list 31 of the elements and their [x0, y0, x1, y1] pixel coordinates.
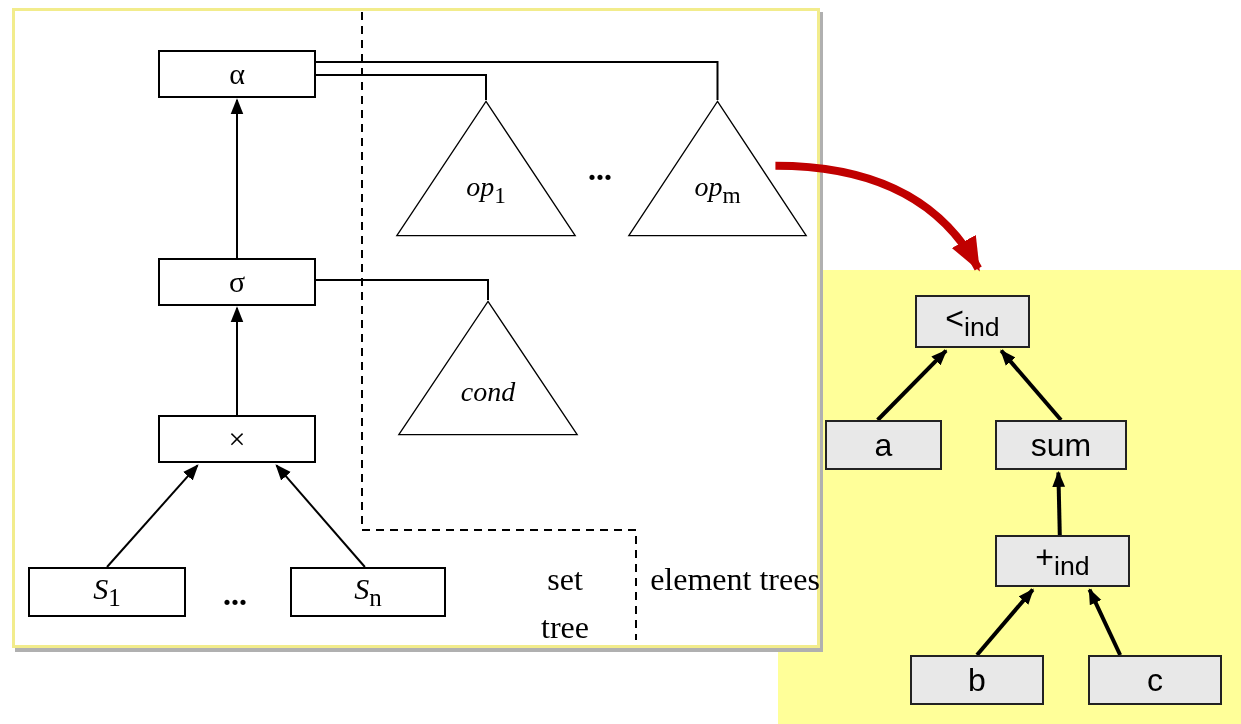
connector-line — [315, 73, 487, 101]
connector-line — [315, 61, 719, 101]
arrow — [975, 588, 1035, 657]
arrow — [999, 349, 1063, 422]
ellipsis: ... — [587, 150, 613, 189]
area-label: set tree — [540, 560, 590, 647]
expression-node-box: +$_{ind}$ — [995, 535, 1130, 587]
operator-box: S$_{n}$ — [290, 567, 446, 617]
subtree-triangle: op$_{m}$ — [627, 100, 808, 237]
operator-box: σ — [158, 258, 316, 306]
expression-node-box: a — [825, 420, 942, 470]
arrow — [1087, 588, 1122, 656]
arrow — [230, 98, 244, 259]
arrow — [876, 349, 948, 422]
area-label: element trees — [650, 560, 820, 599]
arrow — [275, 464, 366, 568]
expression-node-box: c — [1088, 655, 1222, 705]
operator-box: × — [158, 415, 316, 463]
arrow — [230, 306, 244, 416]
operator-box: S$_{1}$ — [28, 567, 186, 617]
arrow — [106, 464, 199, 568]
expression-node-box: <$_{ind}$ — [915, 295, 1030, 348]
operator-box: α — [158, 50, 316, 98]
expression-node-box: b — [910, 655, 1044, 705]
subtree-triangle: cond — [397, 300, 579, 436]
curved-arrow — [775, 161, 982, 272]
subtree-triangle: op$_{1}$ — [395, 100, 577, 237]
ellipsis: ... — [222, 575, 248, 614]
arrow — [1052, 470, 1066, 536]
expression-node-box: sum — [995, 420, 1127, 470]
connector-line — [315, 279, 489, 301]
